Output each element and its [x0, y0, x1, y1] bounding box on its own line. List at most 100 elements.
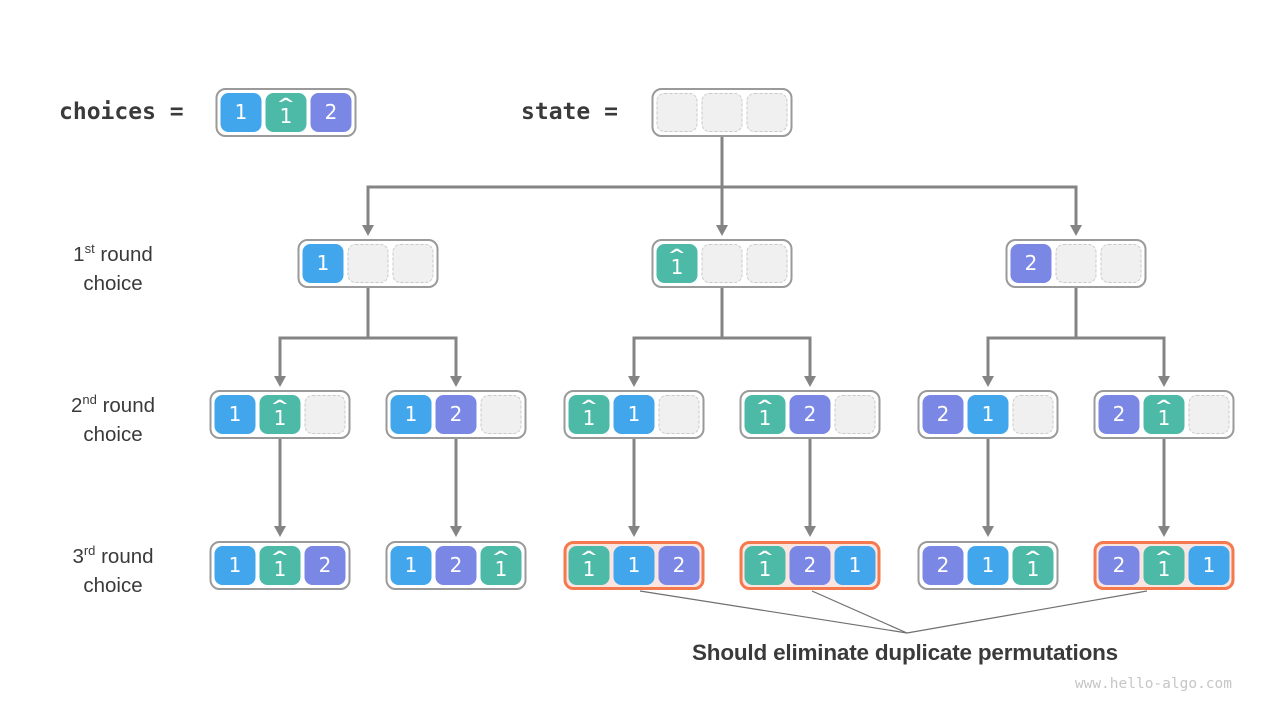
ordinal: 3	[72, 544, 84, 568]
cell-digit: 1	[848, 553, 862, 577]
cell-digit: 2	[1024, 251, 1038, 275]
hat-mark: ^	[270, 547, 290, 566]
cell-digit: 2	[936, 402, 950, 426]
round-word: round	[96, 393, 156, 417]
cell-1: 1	[390, 395, 432, 434]
choices-label: choices =	[59, 99, 184, 125]
cell-digit: 1	[228, 402, 242, 426]
hat-mark: ^	[667, 245, 687, 264]
cell-digit: 1	[279, 103, 293, 128]
cell-digit: 2	[1112, 553, 1126, 577]
empty-cell	[1188, 395, 1230, 434]
cell-digit: 1	[404, 553, 418, 577]
hat-mark: ^	[1023, 547, 1043, 566]
cell-1h: ^1	[1143, 546, 1185, 585]
cell-1h: ^1	[1143, 395, 1185, 434]
cell-2: 2	[1010, 244, 1052, 283]
cell-1: 1	[220, 93, 262, 132]
round2-node-3: ^1 2	[739, 390, 881, 439]
duplicate-permutations-note: Should eliminate duplicate permutations	[691, 640, 1119, 665]
row-label-line1: 2nd round	[71, 385, 155, 420]
round1-node-0: 1	[297, 239, 439, 288]
ordinal-suffix: nd	[82, 392, 97, 407]
cell-2: 2	[304, 546, 346, 585]
row-label-round3: 3rd round choice	[72, 536, 153, 600]
cell-1h: ^1	[480, 546, 522, 585]
empty-cell	[1012, 395, 1054, 434]
cell-digit: 2	[936, 553, 950, 577]
cell-2: 2	[789, 546, 831, 585]
cell-digit: 1	[758, 556, 772, 581]
hat-mark: ^	[755, 396, 775, 415]
cell-digit: 1	[758, 405, 772, 430]
row-label-line2: choice	[83, 573, 143, 597]
empty-cell	[304, 395, 346, 434]
empty-cell	[834, 395, 876, 434]
cell-1: 1	[390, 546, 432, 585]
cell-digit: 1	[582, 405, 596, 430]
empty-cell	[347, 244, 389, 283]
cell-1h: ^1	[568, 395, 610, 434]
cell-digit: 1	[670, 254, 684, 279]
cell-digit: 2	[449, 402, 463, 426]
cell-digit: 2	[803, 553, 817, 577]
empty-cell	[701, 93, 743, 132]
cell-2: 2	[435, 395, 477, 434]
cell-1h: ^1	[744, 546, 786, 585]
cell-digit: 2	[318, 553, 332, 577]
cell-2: 2	[922, 395, 964, 434]
cell-digit: 1	[273, 556, 287, 581]
cell-digit: 1	[981, 402, 995, 426]
cell-digit: 1	[627, 553, 641, 577]
ordinal: 1	[73, 242, 85, 266]
cell-1: 1	[967, 395, 1009, 434]
cell-1h: ^1	[1012, 546, 1054, 585]
ordinal-suffix: rd	[83, 543, 96, 558]
cell-digit: 1	[1157, 556, 1171, 581]
ordinal: 2	[70, 393, 83, 417]
hat-mark: ^	[276, 94, 296, 113]
cell-1: 1	[613, 395, 655, 434]
cell-1h: ^1	[265, 93, 307, 132]
row-label-round1: 1st round choice	[73, 234, 153, 298]
cell-digit: 2	[803, 402, 817, 426]
cell-2: 2	[1098, 546, 1140, 585]
hat-mark: ^	[1154, 396, 1174, 415]
cell-1h: ^1	[568, 546, 610, 585]
round1-node-2: 2	[1005, 239, 1147, 288]
round1-node-1: ^1	[651, 239, 793, 288]
cell-1: 1	[613, 546, 655, 585]
hat-mark: ^	[755, 547, 775, 566]
cell-digit: 1	[1202, 553, 1216, 577]
watermark: www.hello-algo.com	[1074, 676, 1232, 692]
row-label-line2: choice	[83, 271, 143, 295]
cell-digit: 1	[228, 553, 242, 577]
cell-digit: 2	[672, 553, 686, 577]
round2-node-0: 1^1	[209, 390, 351, 439]
cell-digit: 1	[234, 100, 248, 124]
hat-mark: ^	[579, 396, 599, 415]
empty-cell	[480, 395, 522, 434]
cell-digit: 1	[981, 553, 995, 577]
empty-cell	[656, 93, 698, 132]
cell-digit: 1	[316, 251, 330, 275]
row-label-line1: 3rd round	[72, 536, 153, 571]
cell-digit: 1	[582, 556, 596, 581]
cell-1: 1	[214, 546, 256, 585]
row-label-round2: 2nd round choice	[71, 385, 155, 449]
cell-2: 2	[658, 546, 700, 585]
cell-1: 1	[967, 546, 1009, 585]
hat-mark: ^	[270, 396, 290, 415]
hat-mark: ^	[1154, 547, 1174, 566]
cell-digit: 1	[1157, 405, 1171, 430]
state-array	[651, 88, 793, 137]
empty-cell	[392, 244, 434, 283]
round-word: round	[94, 242, 153, 266]
empty-cell	[746, 93, 788, 132]
